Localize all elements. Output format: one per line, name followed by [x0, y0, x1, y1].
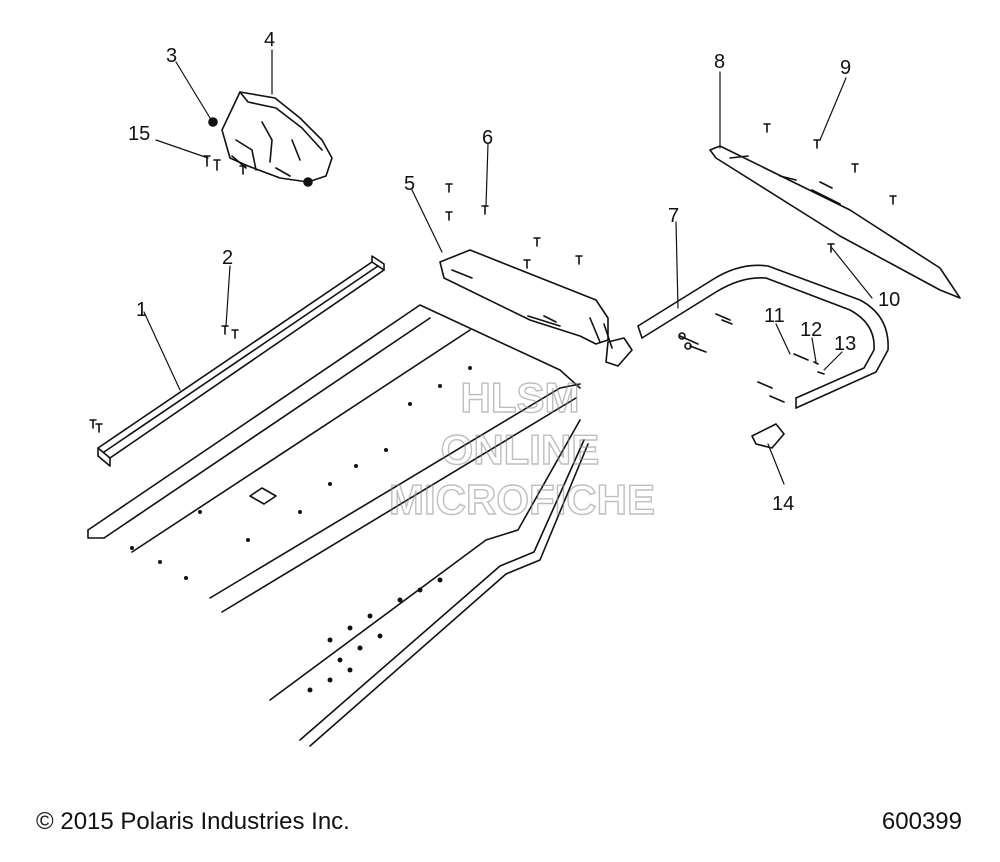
part-11-13-hardware [678, 313, 825, 403]
callout-14: 14 [772, 493, 794, 515]
callout-12: 12 [800, 319, 822, 341]
part-15-screws [203, 155, 247, 175]
part-5-bracket [439, 249, 613, 349]
part-14-end-cap [751, 423, 785, 449]
part-4-rear-cover [221, 91, 333, 183]
watermark-line-3: MICROFICHE [389, 476, 655, 523]
callout-8: 8 [714, 51, 725, 73]
callout-labels: 1 2 3 4 5 6 7 8 9 10 11 12 13 14 15 [128, 29, 900, 515]
part-1-rail [97, 255, 385, 467]
callout-4: 4 [264, 29, 275, 51]
watermark-line-2: ONLINE [441, 426, 600, 473]
watermark: HLSM ONLINE MICROFICHE [388, 373, 655, 523]
part-7-grab-bar [637, 264, 889, 409]
part-3-nut [208, 117, 313, 187]
callout-11: 11 [764, 305, 785, 327]
callout-7: 7 [668, 205, 679, 227]
callout-13: 13 [834, 333, 856, 355]
callout-1: 1 [136, 299, 147, 321]
tunnel-panel [87, 304, 589, 747]
tunnel-holes [130, 366, 472, 693]
part-6-screws [445, 183, 583, 269]
callout-6: 6 [482, 127, 493, 149]
watermark-line-1: HLSM [461, 374, 580, 421]
part-8-rear-plate [709, 145, 961, 299]
part-9-screws [763, 123, 897, 253]
copyright-notice: © 2015 Polaris Industries Inc. [36, 808, 350, 835]
callout-10: 10 [878, 289, 900, 311]
callout-2: 2 [222, 247, 233, 269]
callout-15: 15 [128, 123, 150, 145]
part-latch [605, 337, 633, 367]
callout-5: 5 [404, 173, 415, 195]
leader-lines [143, 49, 873, 485]
callout-9: 9 [840, 57, 851, 79]
drawing-number: 600399 [881, 808, 962, 835]
part-2-screws [89, 325, 239, 433]
callout-3: 3 [166, 45, 177, 67]
